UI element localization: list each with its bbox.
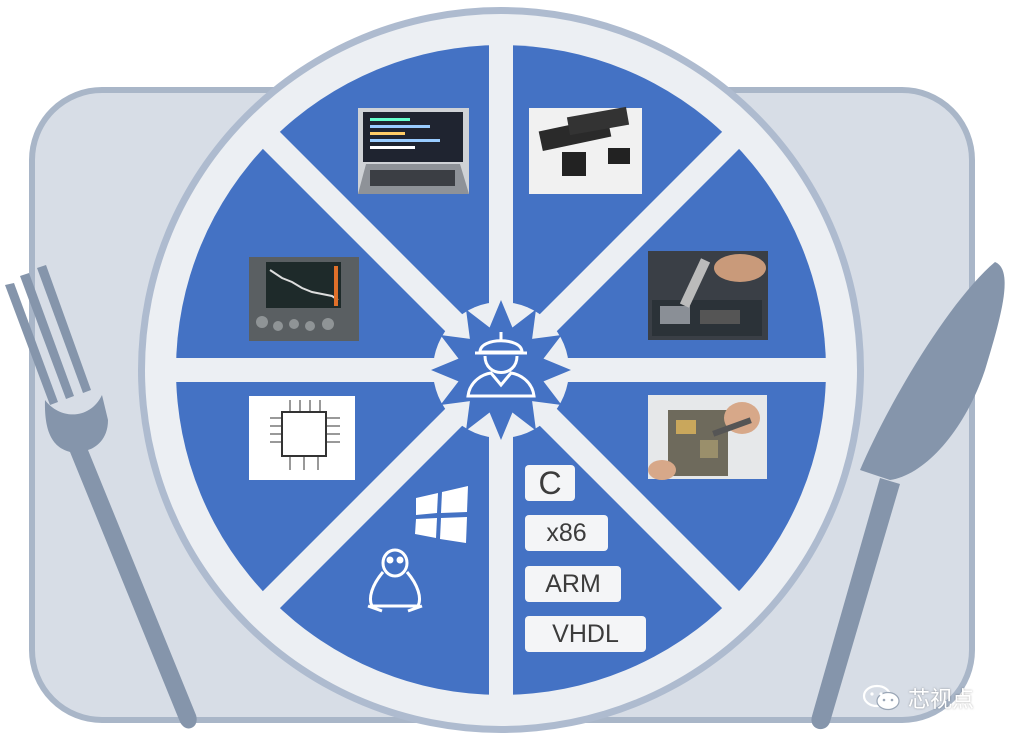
tag-c-language: C xyxy=(525,465,575,501)
linux-tux-icon xyxy=(367,548,423,613)
tag-x86-assembly: x86 xyxy=(525,515,608,551)
fork-icon xyxy=(5,265,197,729)
laptop-code-photo xyxy=(358,108,469,194)
circuit-schematic-image xyxy=(249,396,355,480)
wechat-icon xyxy=(862,684,900,711)
knife-icon xyxy=(811,262,1005,730)
phone-repair-photo xyxy=(648,395,767,480)
watermark: 芯视点 xyxy=(862,682,974,714)
tag-arm-assembly: ARM xyxy=(525,566,621,602)
ic-chips-photo xyxy=(529,106,642,194)
tag-vhdl: VHDL xyxy=(525,616,646,652)
center-star xyxy=(431,300,571,440)
oscilloscope-photo xyxy=(249,257,359,341)
watermark-text: 芯视点 xyxy=(908,688,975,713)
soldering-photo xyxy=(648,251,768,340)
windows-logo-icon xyxy=(415,486,468,543)
engineer-hardhat-icon xyxy=(466,332,536,398)
